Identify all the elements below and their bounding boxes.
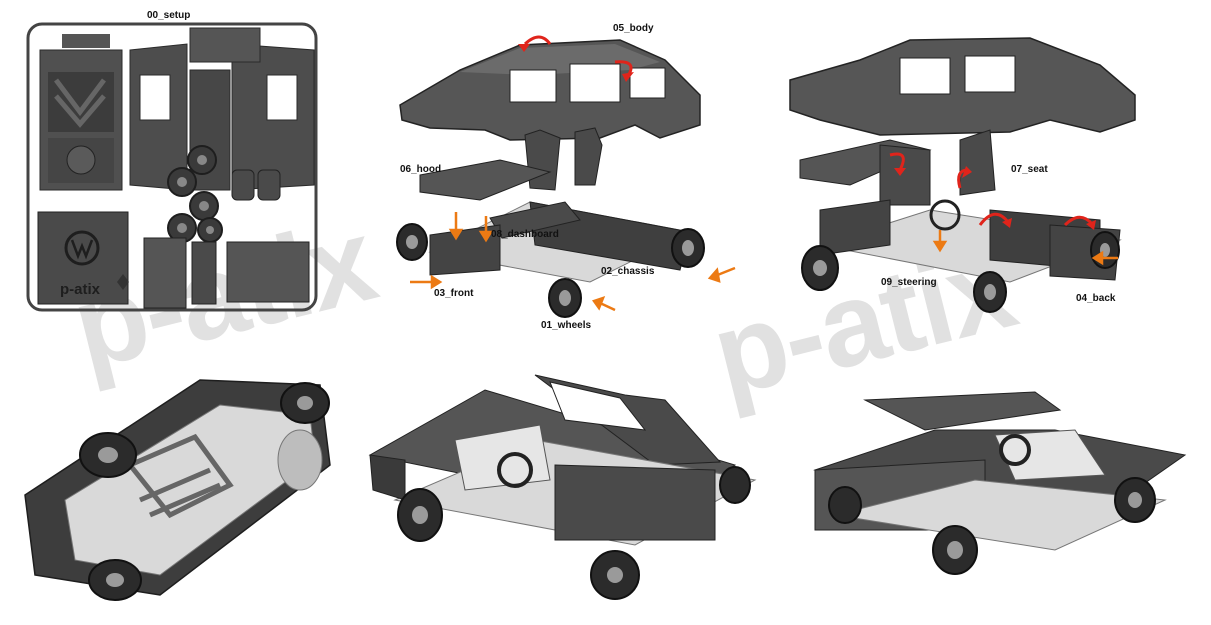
label-chassis: 02_chassis [601, 266, 655, 277]
label-body: 05_body [613, 23, 654, 34]
label-steering: 09_steering [881, 277, 937, 288]
label-seat: 07_seat [1011, 164, 1048, 175]
label-setup: 00_setup [147, 10, 191, 21]
exploded-view-front [396, 35, 736, 318]
label-front: 03_front [434, 288, 474, 299]
underside-view [24, 379, 331, 601]
assembled-view-right [813, 391, 1187, 575]
exploded-view-rear [789, 37, 1136, 313]
label-hood: 06_hood [400, 164, 442, 175]
label-back: 04_back [1076, 293, 1116, 304]
sprue-logo: p-atix [60, 281, 101, 298]
setup-sprue-sheet: p-atix [26, 22, 318, 312]
assembled-view-left [368, 374, 757, 600]
label-dashboard: 08_dashboard [491, 229, 559, 240]
label-wheels: 01_wheels [541, 320, 592, 331]
